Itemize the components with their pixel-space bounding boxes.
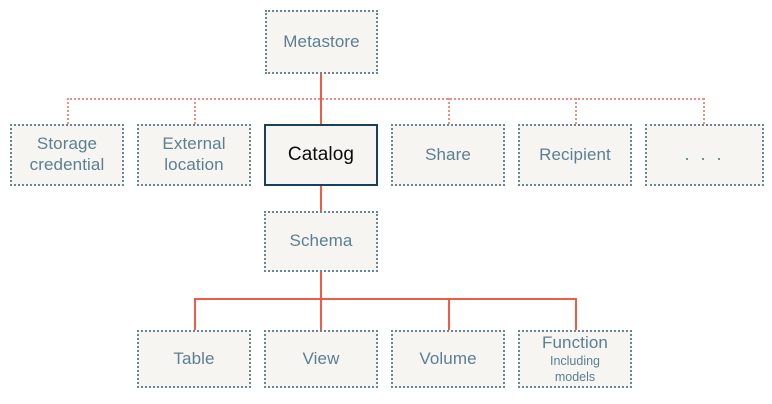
connector-drop-function	[575, 298, 577, 330]
connector-drop-share	[448, 98, 450, 124]
connector-catalog-to-schema	[320, 186, 322, 211]
connector-drop-storage-credential	[67, 98, 69, 124]
connector-drop-volume	[448, 298, 450, 330]
node-metastore[interactable]: Metastore	[265, 10, 378, 74]
node-volume-label: Volume	[419, 348, 477, 368]
node-more[interactable]: . . .	[645, 124, 764, 186]
node-schema[interactable]: Schema	[264, 211, 378, 272]
connector-drop-external-location	[194, 98, 196, 124]
connector-drop-more	[703, 98, 705, 124]
node-share-label: Share	[425, 144, 471, 164]
node-external-location[interactable]: External location	[137, 124, 251, 186]
connector-level2-bus	[67, 98, 704, 100]
node-function[interactable]: Function Including models	[518, 330, 632, 388]
node-table[interactable]: Table	[137, 330, 251, 388]
connector-drop-view	[320, 298, 322, 330]
node-view-label: View	[302, 348, 340, 368]
node-function-label: Function	[541, 332, 608, 352]
connector-metastore-to-catalog	[320, 98, 322, 124]
node-function-sublabel: Including models	[549, 354, 601, 384]
node-metastore-label: Metastore	[283, 31, 360, 51]
connector-level4-bus	[194, 298, 575, 300]
node-catalog[interactable]: Catalog	[264, 124, 378, 186]
node-storage-credential[interactable]: Storage credential	[10, 124, 124, 186]
node-storage-credential-label: Storage credential	[29, 134, 105, 174]
node-catalog-label: Catalog	[287, 144, 355, 166]
connector-drop-recipient	[575, 98, 577, 124]
node-external-location-label: External location	[162, 134, 226, 174]
node-recipient[interactable]: Recipient	[518, 124, 632, 186]
connector-drop-table	[194, 298, 196, 330]
connector-schema-down	[320, 272, 322, 299]
node-more-label: . . .	[684, 144, 725, 165]
node-schema-label: Schema	[289, 231, 353, 251]
node-recipient-label: Recipient	[539, 144, 611, 164]
node-volume[interactable]: Volume	[391, 330, 505, 388]
node-share[interactable]: Share	[391, 124, 505, 186]
node-table-label: Table	[173, 348, 215, 368]
connector-metastore-down	[320, 74, 322, 98]
node-view[interactable]: View	[264, 330, 378, 388]
